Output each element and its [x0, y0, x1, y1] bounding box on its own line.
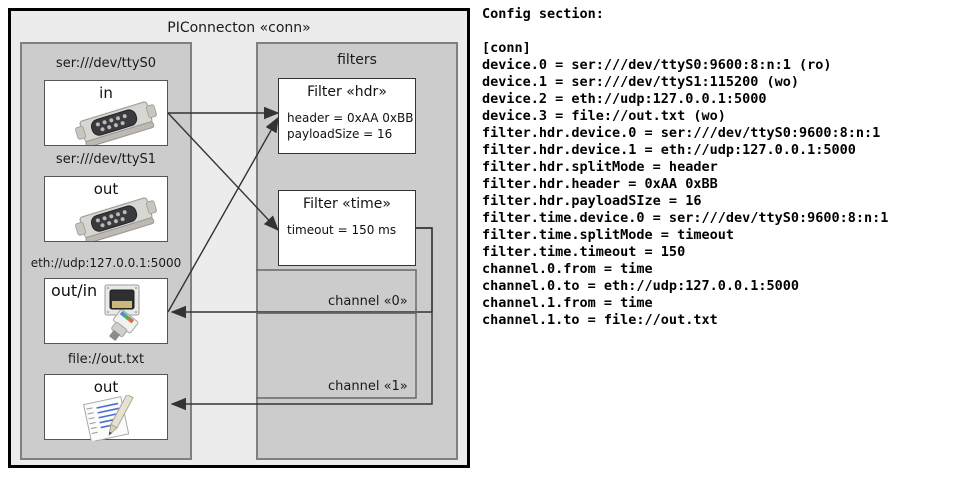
config-heading: Config section: [482, 6, 604, 22]
channel-label-1: channel «1» [328, 379, 408, 394]
serial-db9-icon [75, 197, 157, 241]
config-line: channel.0.from = time [482, 261, 653, 277]
config-section: Config section: [conn] device.0 = ser://… [482, 6, 960, 329]
config-line: device.1 = ser:///dev/ttyS1:115200 (wo) [482, 74, 799, 90]
config-line: device.3 = file://out.txt (wo) [482, 108, 726, 124]
config-lines: [conn] device.0 = ser:///dev/ttyS0:9600:… [482, 40, 960, 329]
device-label-0: ser:///dev/ttyS0 [55, 56, 157, 71]
device-box-2[interactable]: out/in [44, 278, 168, 344]
config-line: filter.time.timeout = 150 [482, 244, 686, 260]
filter-box-hdr[interactable]: Filter «hdr» header = 0xAA 0xBB payloadS… [278, 78, 416, 154]
config-line: filter.hdr.header = 0xAA 0xBB [482, 176, 718, 192]
config-line: filter.time.device.0 = ser:///dev/ttyS0:… [482, 210, 889, 226]
config-line: channel.1.from = time [482, 295, 653, 311]
serial-db9-icon [75, 101, 157, 145]
config-line: filter.hdr.splitMode = header [482, 159, 718, 175]
filters-panel-title: filters [337, 52, 377, 68]
config-line: device.2 = eth://udp:127.0.0.1:5000 [482, 91, 767, 107]
ethernet-rj45-icon [104, 284, 140, 342]
config-line: filter.hdr.device.1 = eth://udp:127.0.0.… [482, 142, 856, 158]
config-line: device.0 = ser:///dev/ttyS0:9600:8:n:1 (… [482, 57, 832, 73]
config-line: filter.hdr.payloadSIze = 16 [482, 193, 702, 209]
device-box-3[interactable]: out [44, 374, 168, 441]
text-file-pencil-icon [83, 395, 134, 441]
device-label-2: eth://udp:127.0.0.1:5000 [30, 256, 182, 270]
config-line: channel.0.to = eth://udp:127.0.0.1:5000 [482, 278, 799, 294]
filter-box-time[interactable]: Filter «time» timeout = 150 ms [278, 190, 416, 266]
device-box-0[interactable]: in [44, 80, 168, 146]
config-line: [conn] [482, 40, 531, 56]
channel-label-0: channel «0» [328, 294, 408, 309]
device-box-1[interactable]: out [44, 176, 168, 242]
config-line: filter.time.splitMode = timeout [482, 227, 734, 243]
filter-prop-hdr-0: header = 0xAA 0xBB [287, 111, 414, 125]
config-line: channel.1.to = file://out.txt [482, 312, 718, 328]
device-direction-1: out [93, 180, 119, 198]
filter-prop-time-0: timeout = 150 ms [287, 223, 397, 237]
filter-title-hdr: Filter «hdr» [307, 84, 387, 100]
device-direction-3: out [93, 378, 119, 396]
device-direction-2: out/in [51, 281, 98, 300]
device-direction-0: in [99, 84, 113, 102]
device-label-1: ser:///dev/ttyS1 [55, 152, 157, 167]
device-label-3: file://out.txt [67, 352, 145, 367]
filter-title-time: Filter «time» [303, 196, 391, 212]
filter-prop-hdr-1: payloadSize = 16 [287, 127, 393, 141]
page-title: PIConnecton «conn» [167, 20, 311, 36]
config-line: filter.hdr.device.0 = ser:///dev/ttyS0:9… [482, 125, 881, 141]
